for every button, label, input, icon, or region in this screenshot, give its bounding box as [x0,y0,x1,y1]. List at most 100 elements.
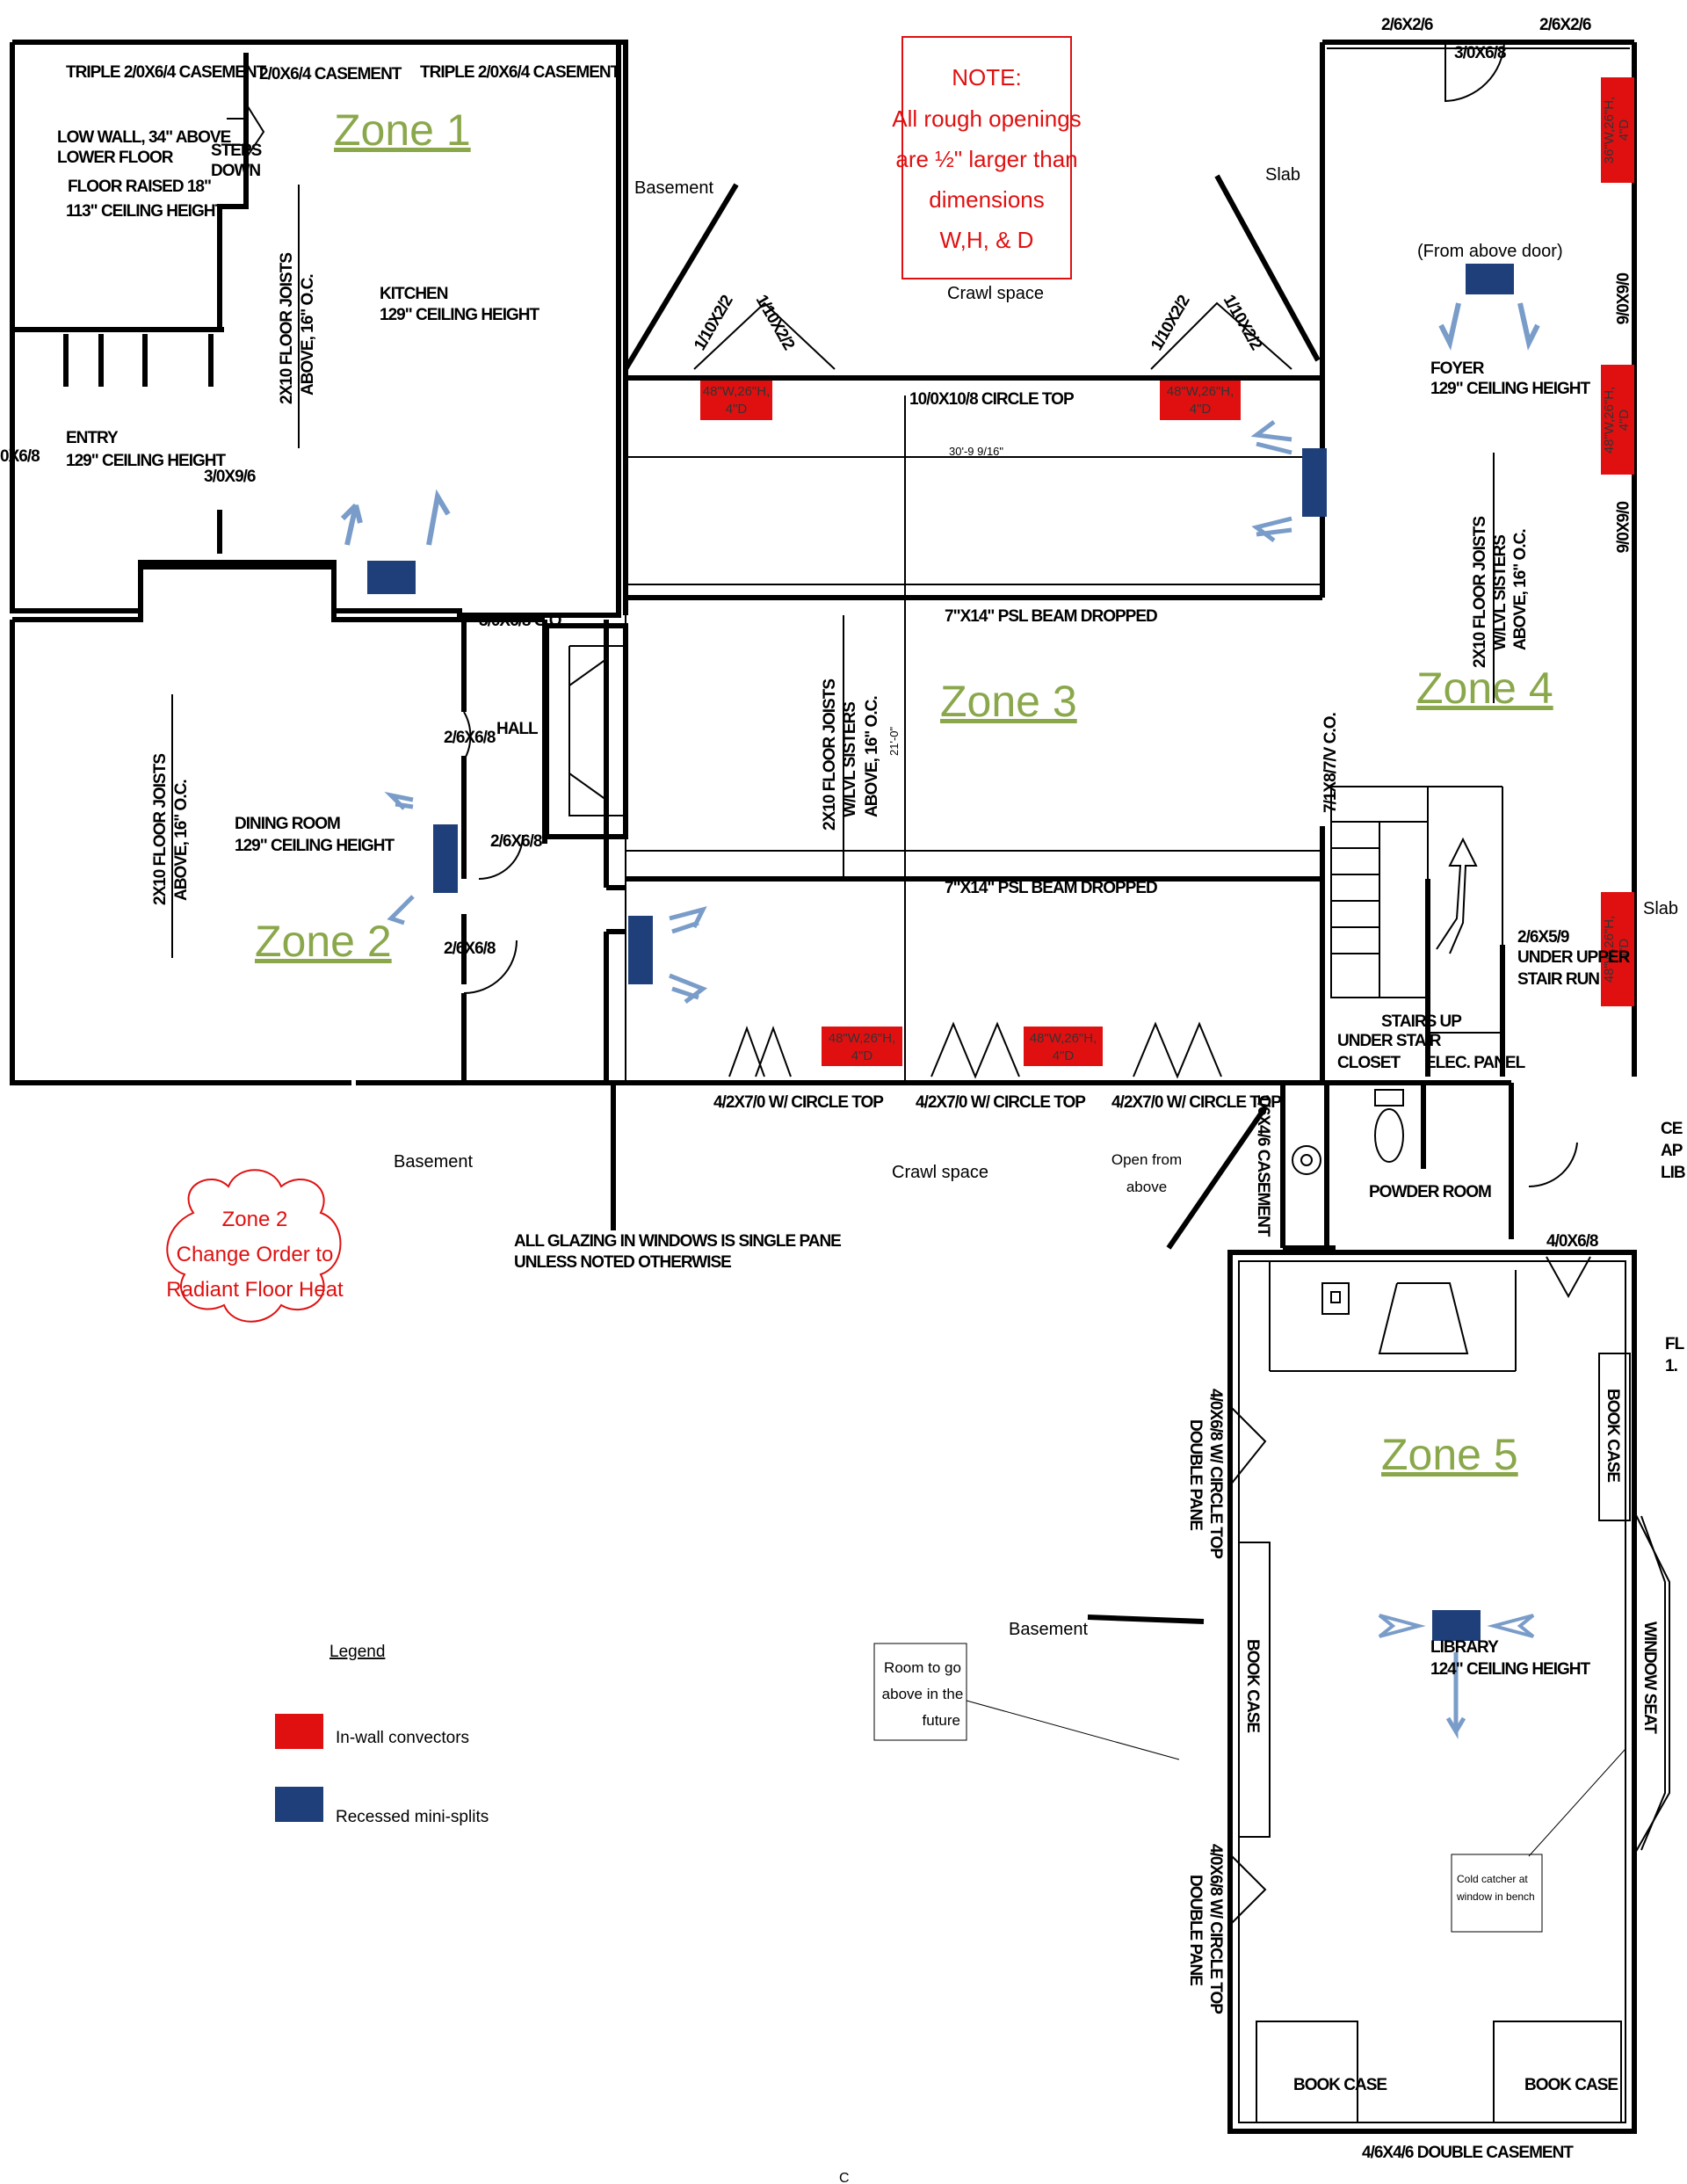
label-stairs-up: STAIRS UP [1381,1012,1462,1031]
legend-convector-label: In-wall convectors [336,1729,469,1747]
label-foyer-2: 129" CEILING HEIGHT [1430,380,1590,398]
label-glazing-1: ALL GLAZING IN WINDOWS IS SINGLE PANE [514,1232,841,1251]
label-open-from-above-2: above [1126,1179,1167,1195]
label-door-4270-1: 4/2X7/0 W/ CIRCLE TOP [713,1093,884,1112]
label-under-stair-1: UNDER STAIR [1337,1032,1442,1050]
minisplit-kitchen [367,561,416,594]
label-triple-casement-right: TRIPLE 2/0X6/4 CASEMENT [420,63,621,82]
note-line-4: dimensions [929,186,1045,213]
label-double-pane-2: DOUBLE PANE [1186,1419,1205,1530]
door-swings [463,41,1591,1926]
label-edge-a: CE [1661,1120,1683,1138]
convector-foyer-1 [1601,77,1634,183]
label-open-from-above-1: Open from [1111,1151,1182,1168]
label-right-0606a: 0/6X0/6 [1612,272,1631,324]
label-dining-2: 129" CEILING HEIGHT [235,837,395,855]
label-joists-dining-1: 2X10 FLOOR JOISTS [151,754,170,905]
label-door-4068: 4/0X6/8 [1546,1232,1598,1251]
convector-foyer-2 [1601,365,1634,475]
label-top-2626a: 2/6X2/6 [1381,16,1433,34]
zone-1-label: Zone 1 [334,105,471,155]
label-joists-center-2: W/LVL SISTERS [841,702,859,817]
convector-bottom-right [1024,1027,1103,1066]
label-door-7180: 7/1X8/7/V C.O. [1321,713,1340,813]
label-basement-top: Basement [634,178,713,198]
label-elec-panel: ELEC. PANEL [1425,1054,1526,1072]
label-window-1x22-a: 1/10X2/2 [691,293,736,354]
label-window-1x22-b: 1/10X2/2 [752,292,798,353]
convector-label: 4"D [1617,410,1632,432]
convector-label: 48"W,26"H, [1030,1031,1097,1046]
minisplit-dining [433,824,458,893]
label-dining-1: DINING ROOM [235,815,340,833]
label-joists-foyer-2: W/LVL SISTERS [1491,535,1510,650]
label-slab-top: Slab [1265,165,1300,185]
note-line-1: NOTE: [952,64,1021,91]
label-joists-center-1: 2X10 FLOOR JOISTS [821,679,839,831]
convector-label: 48"W,26"H, [1602,916,1617,983]
label-low-wall-2: LOWER FLOOR [57,149,174,167]
label-ceiling-113: 113" CEILING HEIGHT [66,202,225,221]
label-circle-top-center: 10/0X10/8 CIRCLE TOP [909,390,1075,409]
label-casement-mid: 2/0X6/4 CASEMENT [259,65,402,83]
minisplit-zone3-east [1302,448,1327,517]
label-under-stair-2: CLOSET [1337,1054,1401,1072]
label-book-case-bl: BOOK CASE [1293,2076,1387,2094]
label-entry-1: ENTRY [66,429,119,447]
label-stair-door-3: STAIR RUN [1517,970,1599,989]
minisplit-foyer [1466,264,1514,294]
label-joists-kitchen-2: ABOVE, 16" O.C. [299,274,317,395]
legend-minisplit-swatch [275,1787,323,1822]
convector-label: 48"W,26"H, [829,1031,896,1046]
legend-minisplit-label: Recessed mini-splits [336,1808,489,1826]
label-psl-beam-1: 7"X14" PSL BEAM DROPPED [945,607,1157,626]
label-door-4270-3: 4/2X7/0 W/ CIRCLE TOP [1111,1093,1282,1112]
zone-2-label: Zone 2 [255,917,392,966]
convector-foyer-3 [1601,892,1634,1006]
label-top-3068: 3/0X6/8 [1454,44,1506,62]
label-top-2626b: 2/6X2/6 [1539,16,1591,34]
label-basement-lower: Basement [1009,1620,1088,1639]
convector-label: 4"D [1053,1048,1075,1063]
label-footer: C [839,2171,850,2184]
label-book-case-right: BOOK CASE [1604,1389,1622,1482]
future-room-box [873,1643,967,1741]
label-cold-catcher-1: Cold catcher at [1457,1873,1528,1885]
label-double-pane-1: 4/0X6/8 W/ CIRCLE TOP [1206,1389,1225,1559]
label-kitchen-2: 129" CEILING HEIGHT [380,306,539,324]
convector-label: 4"D [851,1048,873,1063]
label-edge-e: 1. [1665,1357,1677,1375]
label-psl-beam-2: 7"X14" PSL BEAM DROPPED [945,879,1157,897]
label-stair-door-2: UNDER UPPER [1517,948,1631,967]
label-door-2068a: 2/6X6/8 [444,729,496,747]
change-order-line-2: Change Order to [177,1243,334,1266]
label-steps-1: STEPS [211,141,262,160]
crawl-space-lines [611,174,1321,1624]
convector-label: 48"W,26"H, [1167,384,1234,399]
legend-convector-swatch [275,1714,323,1749]
label-kitchen-1: KITCHEN [380,285,448,303]
label-room-future-1: Room to go [884,1659,961,1676]
convector-bottom-left [822,1027,902,1066]
label-edge-b: AP [1661,1142,1683,1160]
label-floor-raised: FLOOR RAISED 18" [68,178,211,196]
label-triple-casement-left: TRIPLE 2/0X6/4 CASEMENT [66,63,267,82]
label-door-2068c: 2/6X6/8 [444,940,496,958]
note-line-2: All rough openings [892,105,1081,132]
zone-4-label: Zone 4 [1416,664,1553,713]
area-labels: Basement Slab Crawl space (From above do… [394,165,1678,2184]
label-cold-catcher-2: window in bench [1456,1890,1535,1903]
label-steps-2: DOWN [211,162,260,180]
label-library-2: 124" CEILING HEIGHT [1430,1660,1590,1679]
label-low-wall-1: LOW WALL, 34" ABOVE [57,128,231,147]
label-basement-mid: Basement [394,1152,473,1172]
label-joists-center-3: ABOVE, 16" O.C. [863,696,881,817]
label-casement-vertical: 1/6X4/6 CASEMENT [1254,1094,1272,1237]
label-foyer-1: FOYER [1430,359,1485,378]
note-box: NOTE: All rough openings are ½" larger t… [892,36,1082,279]
label-book-case-br: BOOK CASE [1524,2076,1618,2094]
label-dim-horizontal: 30'-9 9/16" [949,445,1003,458]
minisplit-zone3 [628,916,653,984]
zone-5-label: Zone 5 [1381,1430,1518,1479]
